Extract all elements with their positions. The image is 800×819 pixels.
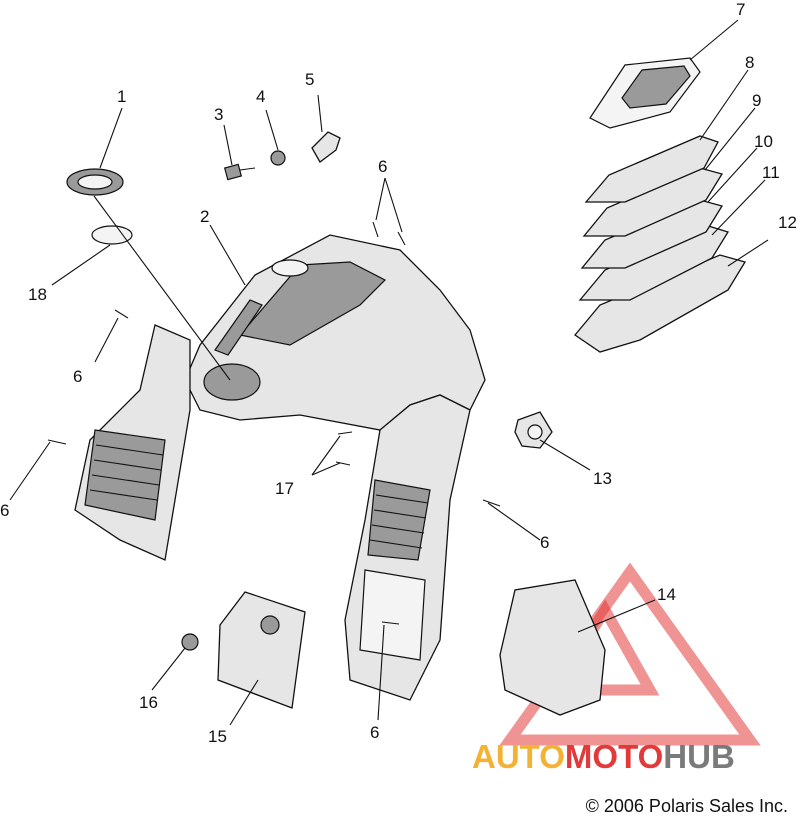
left-grille-slats [89,444,164,501]
callout-15: 15 [208,727,227,746]
left-grille [84,429,166,521]
part-13-hole [527,424,543,440]
part-15-knob [260,615,280,635]
part-4-nut [270,150,286,166]
part-16-knob [181,633,199,651]
watermark-part2: MOTO [565,738,663,775]
callout-7: 7 [736,0,745,19]
callout-3: 3 [214,105,223,124]
callout-12: 12 [778,213,797,232]
watermark-wordmark: AUTOMOTOHUB [472,738,735,775]
hood-opening [203,363,261,401]
right-grille-slats [369,494,429,549]
watermark-part3: HUB [663,738,735,775]
right-grille [367,479,431,561]
leader-lines [9,19,769,726]
watermark-text: AUTOMOTOHUB [472,738,735,775]
callout-4: 4 [256,87,265,106]
part-15-plate [217,591,306,709]
hood-assembly [74,234,486,701]
part-18-ring [91,225,133,245]
pad-8 [584,135,719,203]
watermark-part1: AUTO [472,738,565,775]
callout-6-right: 6 [540,533,549,552]
hood-vent-left [214,299,263,356]
screws [47,221,501,625]
callout-6-bottom: 6 [370,723,379,742]
callout-6-left: 6 [73,367,82,386]
callout-17: 17 [275,479,294,498]
hood-top-light [271,259,309,277]
copyright-notice: © 2006 Polaris Sales Inc. [585,796,788,816]
pad-stack [574,57,747,353]
callout-10: 10 [754,132,773,151]
callout-11: 11 [762,163,780,182]
callout-6-top: 6 [378,157,387,176]
part-3-clip [223,163,243,181]
right-lower-vent [359,569,426,661]
part-14-box [499,579,606,716]
callout-8: 8 [745,53,754,72]
small-parts [47,131,606,716]
callout-9: 9 [752,91,761,110]
pad-9 [582,167,724,237]
callout-14: 14 [657,585,676,604]
pad-7-window [621,65,691,109]
callout-1: 1 [117,87,126,106]
callout-6-far-left: 6 [0,501,9,520]
callout-13: 13 [593,469,612,488]
pad-10 [580,199,724,269]
callout-labels: 1 2 3 4 5 6 6 6 6 6 7 8 9 10 11 12 13 14… [0,0,797,746]
callout-2: 2 [200,207,209,226]
part-1-grommet-hole [77,174,113,190]
pad-11 [578,224,729,301]
part-5-knob [311,131,341,163]
callout-5: 5 [305,70,314,89]
callout-18: 18 [28,285,47,304]
callout-16: 16 [139,693,158,712]
